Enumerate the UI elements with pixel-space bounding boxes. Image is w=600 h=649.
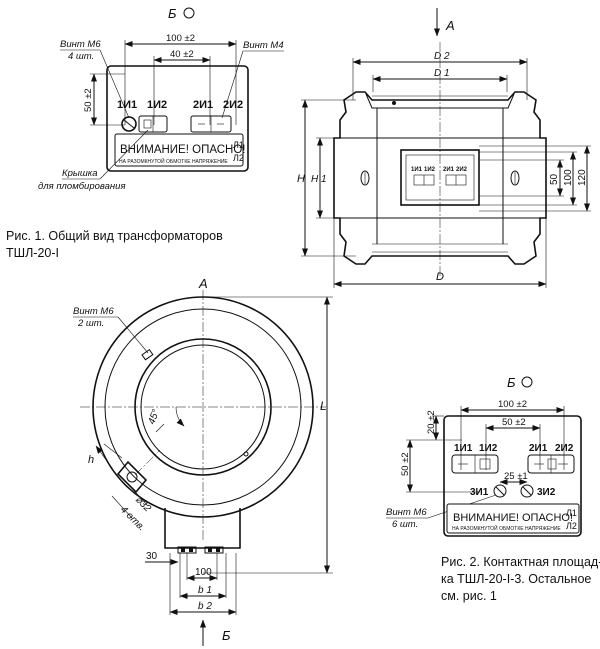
side-dim-h: H (297, 173, 305, 185)
side-dim-h1: H 1 (311, 174, 327, 185)
fig1-terminal-1i2: 1И2 (147, 99, 167, 111)
fig1-screw-m6-count: 4 шт. (68, 51, 94, 62)
front-dim-b2: b 2 (198, 601, 212, 612)
side-mini-1i2: 1И2 (424, 167, 436, 173)
front-dim-h: h (88, 454, 94, 466)
fig2-terminal-1i2: 1И2 (479, 443, 498, 454)
fig2-view-circle-icon (521, 376, 533, 388)
front-b-label: Б (222, 628, 231, 643)
fig1-screw-head-icon (121, 116, 137, 132)
fig1-dim-40: 40 ±2 (170, 49, 194, 60)
fig2-dim-25: 25 ±1 (504, 471, 528, 482)
fig1-screw-m4-label: Винт М4 (243, 40, 284, 51)
fig2-terminal-plate: Б 100 ±2 50 ±2 20 ±2 50 ±2 1И1 1И2 2И1 2… (386, 375, 582, 537)
side-terminal-plate (400, 149, 480, 206)
front-dim-30: 30 (146, 551, 158, 562)
caption2-line1: Рис. 2. Контактная площад- (441, 555, 600, 569)
fig2-terminal-1i1: 1И1 (454, 443, 473, 454)
fig1-view-label: Б (168, 6, 177, 21)
fig2-view-label: Б (507, 375, 516, 390)
side-mini-2i1: 2И1 (443, 167, 455, 173)
caption2-line2: ка ТШЛ-20-I-3. Остальное (441, 572, 591, 586)
fig2-terminal-2i2: 2И2 (555, 443, 574, 454)
fig1-screw-m6-label: Винт М6 (60, 39, 101, 50)
side-mini-2i2: 2И2 (456, 167, 468, 173)
front-boss (116, 460, 148, 494)
fig2-warning-sub: НА РАЗОМКНУТОЙ ОБМОТКЕ НАПРЯЖЕНИЕ (452, 524, 561, 532)
front-terminal-right (204, 546, 224, 554)
fig2-terminal-3i2: 3И2 (537, 487, 556, 498)
fig2-terminal-3i1: 3И1 (470, 487, 489, 498)
fig2-screw-3i2-icon (520, 484, 534, 498)
side-view: А D 2 D 1 1И1 1И2 (297, 8, 591, 288)
fig2-l2: Л2 (566, 521, 577, 531)
front-view-a-label: А (198, 276, 208, 291)
fig2-dim-100: 100 ±2 (498, 399, 527, 410)
front-hole-dia: ⌀32 (133, 494, 153, 514)
fig1-warning-sub: НА РАЗОМКНУТОЙ ОБМОТКЕ НАПРЯЖЕНИЕ (119, 157, 228, 165)
fig2-warning-box (446, 503, 580, 534)
side-dim-d: D (436, 271, 444, 283)
fig1-l1: Л1 (233, 140, 244, 150)
fig1-cover-label: Крышка (62, 168, 98, 179)
fig2-screw-label: Винт М6 (386, 507, 427, 518)
fig2-dim-50: 50 ±2 (502, 417, 526, 428)
fig1-dim-100: 100 ±2 (166, 33, 195, 44)
fig2-plate-outline (443, 415, 582, 537)
front-view: А L 45° h ⌀32 4 отв. (73, 276, 333, 646)
fig1-dim-50: 50 ±2 (83, 88, 94, 112)
caption1-line2: ТШЛ-20-I (6, 246, 59, 260)
side-dim-100: 100 (563, 169, 574, 186)
side-mini-1i1: 1И1 (411, 167, 423, 173)
fig1-plate-outline (106, 65, 249, 172)
fig2-dim-50-vertical: 50 ±2 (400, 452, 411, 476)
front-screw-icon (141, 348, 154, 361)
fig1-l2: Л2 (233, 153, 244, 163)
front-dim-b1: b 1 (198, 585, 212, 596)
fig2-screw-3i1-icon (493, 484, 507, 498)
front-screw-count: 2 шт. (77, 318, 104, 329)
caption1-line1: Рис. 1. Общий вид трансформаторов (6, 229, 223, 243)
fig2-dim-20: 20 ±2 (426, 410, 437, 434)
side-dim-50: 50 (549, 173, 560, 185)
front-angle: 45° (146, 408, 162, 426)
side-view-arrow-label: А (445, 18, 455, 33)
side-hole-right-icon (510, 170, 520, 186)
fig1-view-circle-icon (183, 7, 195, 19)
fig2-terminal-2i1: 2И1 (529, 443, 548, 454)
side-dim-d2: D 2 (434, 51, 450, 62)
fig1-terminal-2i1: 2И1 (193, 99, 213, 111)
fig2-l1: Л1 (566, 508, 577, 518)
fig1-warning-box (114, 133, 244, 167)
fig1-warning-title: ВНИМАНИЕ! ОПАСНО! (120, 144, 246, 156)
fig1-terminal-1i1: 1И1 (117, 99, 137, 111)
fig1-terminal-2i2: 2И2 (223, 99, 243, 111)
front-dim-100: 100 (195, 567, 212, 578)
side-dim-d1: D 1 (434, 68, 450, 79)
front-base (164, 508, 241, 549)
fig2-screw-count: 6 шт. (392, 519, 418, 530)
fig2-warning-title: ВНИМАНИЕ! ОПАСНО! (453, 512, 573, 524)
fig1-terminal-plate: Б 100 ±2 40 ±2 50 ±2 Винт М6 4 шт. Винт … (38, 6, 284, 192)
caption2-line3: см. рис. 1 (441, 589, 497, 603)
side-hole-left-icon (360, 170, 370, 186)
front-dim-l: L (320, 399, 327, 413)
fig1-cover-label-2: для пломбирования (38, 181, 126, 192)
front-screw-label: Винт М6 (73, 306, 114, 317)
side-dim-120: 120 (577, 169, 588, 186)
